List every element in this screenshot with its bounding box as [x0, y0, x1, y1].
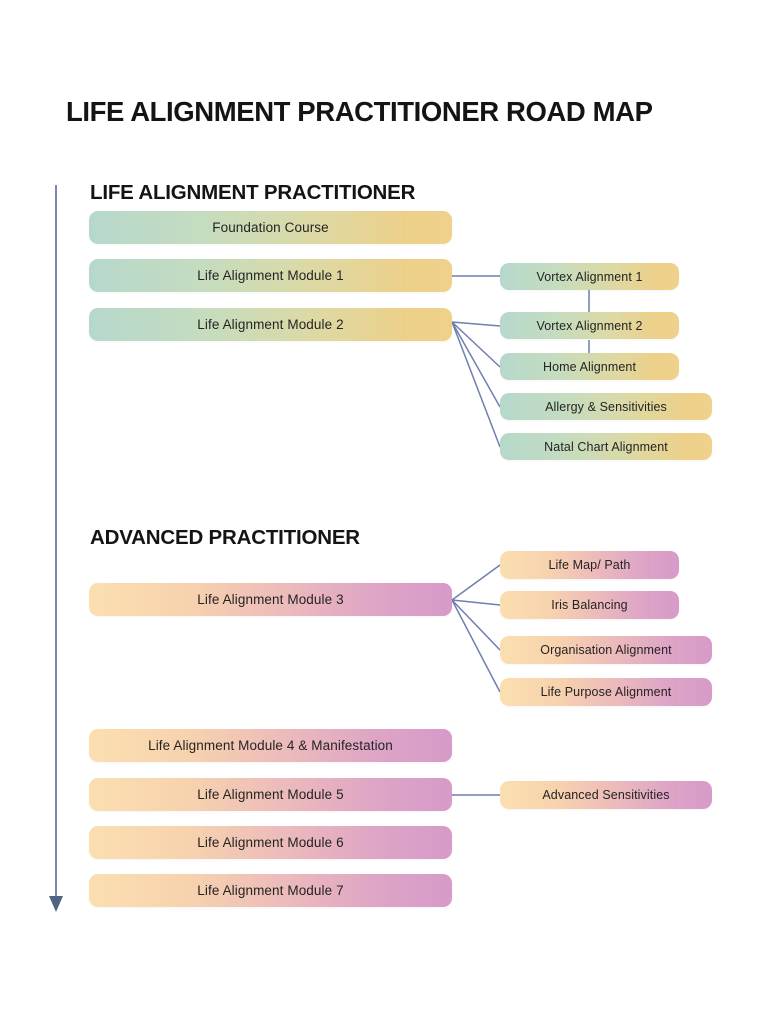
node-life-alignment-module-2[interactable]: Life Alignment Module 2	[89, 308, 452, 341]
node-vortex-alignment-1[interactable]: Vortex Alignment 1	[500, 263, 679, 290]
wire-module2-home	[451, 321, 501, 368]
wire-module3-iris	[451, 599, 501, 606]
wire-module2-vortex2	[451, 321, 501, 327]
wire-module3-lifemap	[451, 564, 501, 601]
node-life-alignment-module-4-manifestation[interactable]: Life Alignment Module 4 & Manifestation	[89, 729, 452, 762]
progress-arrow-head	[49, 896, 63, 912]
wire-module3-lifepurpose	[451, 599, 501, 693]
node-life-alignment-module-3[interactable]: Life Alignment Module 3	[89, 583, 452, 616]
node-allergy-and-sensitivities[interactable]: Allergy & Sensitivities	[500, 393, 712, 420]
node-home-alignment[interactable]: Home Alignment	[500, 353, 679, 380]
node-life-alignment-module-7[interactable]: Life Alignment Module 7	[89, 874, 452, 907]
node-foundation-course[interactable]: Foundation Course	[89, 211, 452, 244]
section-title-life-alignment-practitioner: LIFE ALIGNMENT PRACTITIONER	[90, 181, 416, 204]
node-vortex-alignment-2[interactable]: Vortex Alignment 2	[500, 312, 679, 339]
node-life-purpose-alignment[interactable]: Life Purpose Alignment	[500, 678, 712, 706]
node-advanced-sensitivities[interactable]: Advanced Sensitivities	[500, 781, 712, 809]
node-life-alignment-module-5[interactable]: Life Alignment Module 5	[89, 778, 452, 811]
node-life-alignment-module-6[interactable]: Life Alignment Module 6	[89, 826, 452, 859]
node-life-map-path[interactable]: Life Map/ Path	[500, 551, 679, 579]
node-natal-chart-alignment[interactable]: Natal Chart Alignment	[500, 433, 712, 460]
node-life-alignment-module-1[interactable]: Life Alignment Module 1	[89, 259, 452, 292]
section-title-advanced-practitioner: ADVANCED PRACTITIONER	[90, 526, 360, 549]
node-organisation-alignment[interactable]: Organisation Alignment	[500, 636, 712, 664]
page-title: LIFE ALIGNMENT PRACTITIONER ROAD MAP	[66, 96, 653, 127]
wire-module2-allergy	[451, 321, 501, 408]
wire-module2-natal	[451, 321, 501, 448]
node-iris-balancing[interactable]: Iris Balancing	[500, 591, 679, 619]
wire-module3-organisation	[451, 599, 501, 651]
